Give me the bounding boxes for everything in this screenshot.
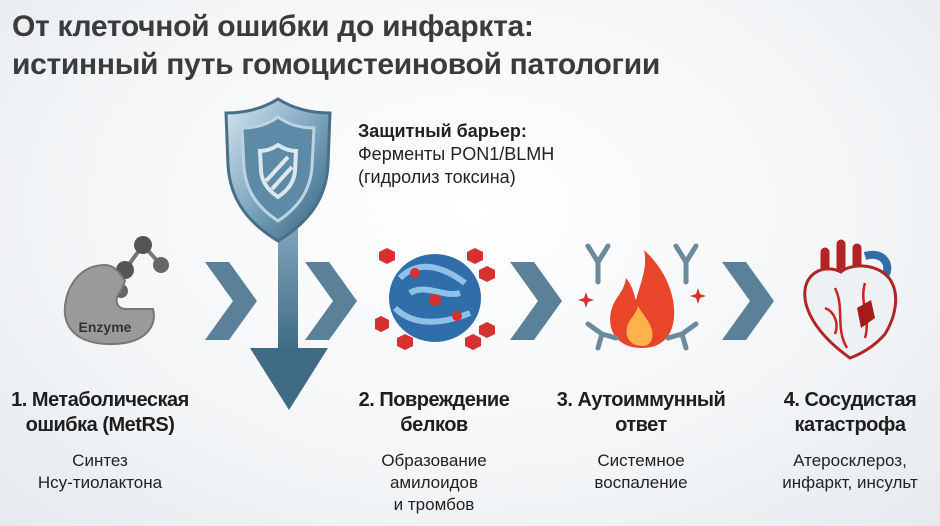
- heart-icon: [803, 239, 898, 360]
- shield-icon: [224, 97, 332, 243]
- enzyme-label: Enzyme: [79, 319, 132, 335]
- step-3: 3. Аутоиммунный ответ Системное воспален…: [536, 388, 746, 494]
- chevron-arrow-icon: [722, 262, 774, 340]
- step-2: 2. Повреждение белков Образование амилои…: [329, 388, 539, 516]
- step-3-description: Системное воспаление: [594, 451, 688, 492]
- step-4: 4. Сосудистая катастрофа Атеросклероз, и…: [745, 388, 940, 494]
- chevron-arrow-icon: [305, 262, 357, 340]
- protein-icon: [375, 248, 495, 350]
- page-title: От клеточной ошибки до инфаркта: истинны…: [12, 10, 661, 81]
- step-4-description: Атеросклероз, инфаркт, инсульт: [782, 451, 918, 492]
- barrier-caption: Защитный барьер: Ферменты PON1/BLMH (гид…: [358, 121, 555, 187]
- chevron-arrow-icon: [205, 262, 257, 340]
- enzyme-icon: Enzyme: [63, 236, 169, 346]
- chevron-arrow-icon: [510, 262, 562, 340]
- step-1-description: Синтез Hcy-тиолактона: [37, 451, 163, 492]
- step-2-description: Образование амилоидов и тромбов: [381, 451, 487, 514]
- flame-antibody-icon: [578, 243, 706, 351]
- step-1: 1. Метаболическая ошибка (MetRS) Синтез …: [0, 388, 205, 494]
